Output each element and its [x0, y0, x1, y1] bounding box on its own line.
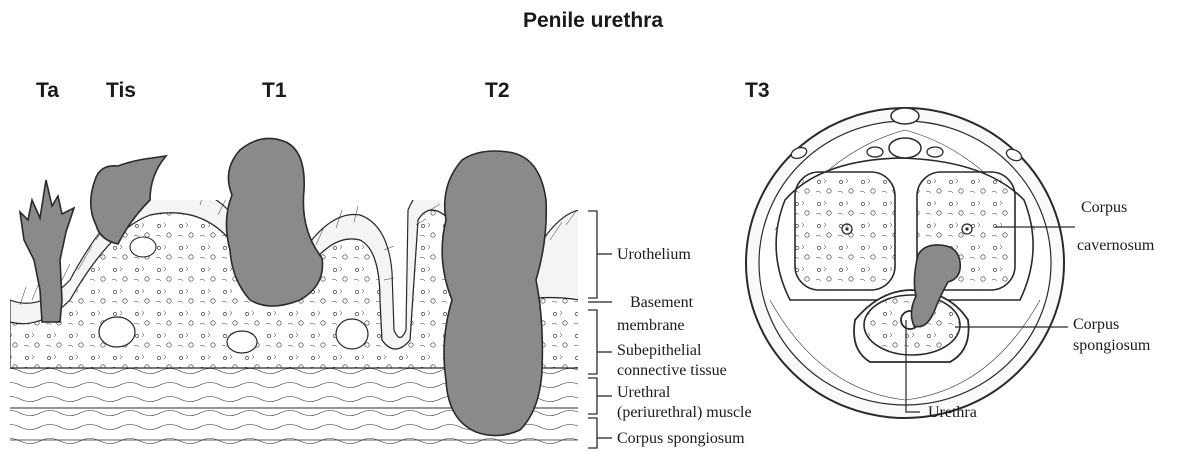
tumor-t2 [442, 151, 546, 436]
corpus-cavernosum-left [795, 172, 895, 290]
label-corpus-spongiosum-2: spongiosum [1073, 337, 1151, 354]
label-corpus-spongiosum: Corpus spongiosum [617, 430, 745, 447]
bracket-subepithelial [588, 310, 597, 374]
label-corpus-spongiosum-1: Corpus [1073, 316, 1119, 333]
label-urothelium: Urothelium [617, 246, 691, 263]
tumor-t1 [226, 138, 322, 306]
label-subepithelial-1: Subepithelial [617, 342, 702, 359]
label-subepithelial-2: connective tissue [617, 362, 727, 379]
stage-label-t2: T2 [485, 79, 510, 102]
label-basement-membrane-1: Basement [630, 294, 694, 311]
diagram-title: Penile urethra [523, 9, 663, 32]
stage-label-tis: Tis [106, 79, 136, 102]
penile-cross-section [746, 108, 1064, 418]
label-corpus-cavernosum-2: cavernosum [1077, 237, 1155, 254]
label-corpus-cavernosum-1: Corpus [1081, 199, 1127, 216]
layer-brackets [588, 211, 612, 448]
stage-label-t3: T3 [745, 79, 770, 102]
bracket-muscle [588, 378, 597, 414]
stage-label-ta: Ta [36, 79, 59, 102]
stage-label-t1: T1 [262, 79, 287, 102]
label-urethra: Urethra [928, 404, 977, 421]
label-muscle-1: Urethral [617, 384, 671, 401]
label-muscle-2: (periurethral) muscle [617, 404, 752, 421]
bracket-urothelium [588, 211, 597, 298]
bracket-corpus-spongiosum [588, 418, 597, 448]
label-basement-membrane-2: membrane [617, 317, 685, 334]
